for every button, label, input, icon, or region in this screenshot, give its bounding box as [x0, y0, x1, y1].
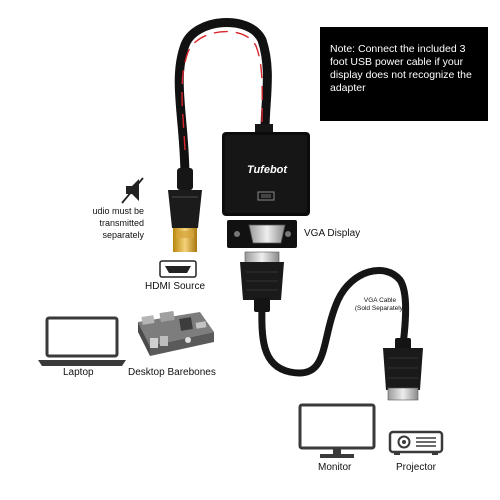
note-box: Note: Connect the included 3 foot USB po…: [320, 27, 488, 121]
vga-female-port: [227, 220, 297, 248]
hdmi-cable: [174, 17, 272, 183]
vga-plug-top: [240, 251, 284, 312]
note-text: Note: Connect the included 3 foot USB po…: [330, 43, 472, 94]
audio-note-line-1: udio must be: [92, 206, 144, 216]
projector-label: Projector: [396, 462, 437, 473]
hdmi-port-icon: [159, 260, 197, 278]
hdmi-source-label: HDMI Source: [145, 281, 206, 292]
vga-cable: [258, 267, 410, 377]
monitor-label: Monitor: [318, 462, 352, 473]
monitor-icon: [298, 403, 376, 458]
laptop-label: Laptop: [63, 367, 94, 378]
muted-speaker-icon: [121, 177, 144, 204]
desktop-barebones-label: Desktop Barebones: [128, 367, 216, 378]
laptop-icon: [38, 316, 126, 366]
audio-note-line-3: separately: [102, 230, 144, 240]
vga-cable-label-line-1: VGA Cable: [363, 297, 397, 304]
projector-icon: [388, 430, 444, 455]
audio-note-line-2: transmitted: [99, 218, 144, 228]
brand-logo: Tufebot: [246, 164, 288, 176]
desktop-board-icon: [138, 310, 214, 356]
vga-plug-bottom: [383, 338, 423, 401]
vga-display-label: VGA Display: [304, 228, 361, 239]
vga-adapter: [222, 124, 310, 216]
vga-cable-label-line-2: (Sold Separately): [354, 305, 406, 312]
hdmi-plug: [168, 168, 202, 252]
